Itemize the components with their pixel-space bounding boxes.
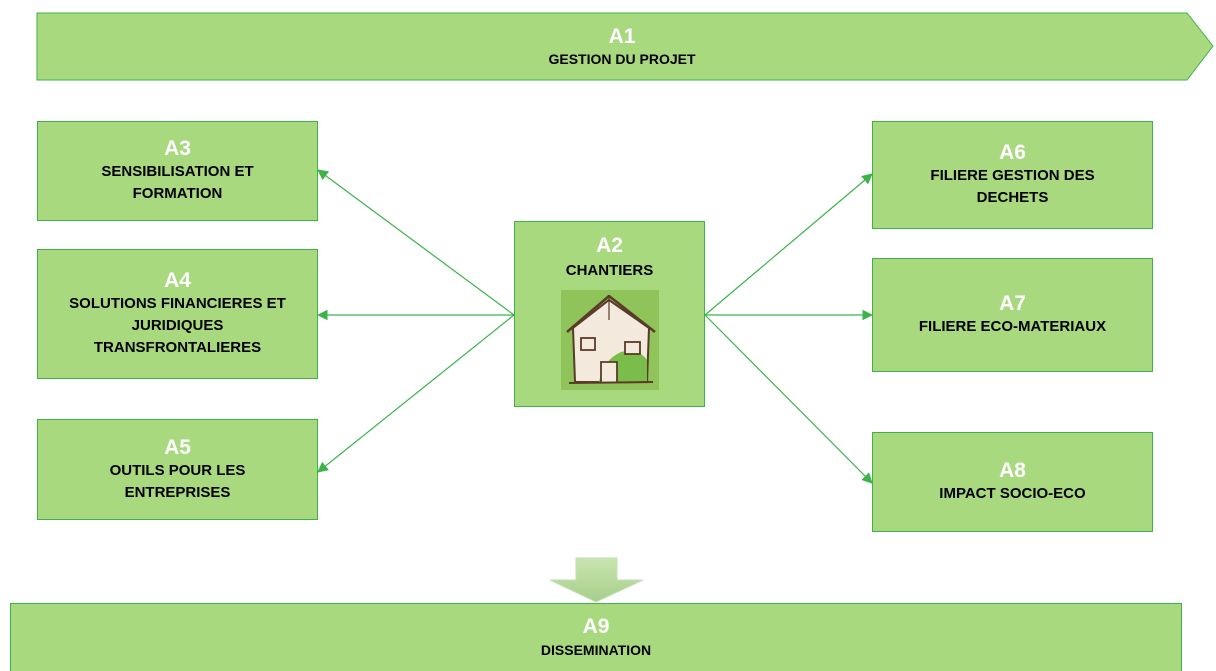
a9-code: A9 — [582, 614, 610, 638]
a2-label: CHANTIERS — [565, 262, 654, 279]
house-icon — [560, 290, 659, 390]
arrow-a2-to-a5 — [317, 314, 515, 473]
a4-solutions-box: A4 SOLUTIONS FINANCIERES ET JURIDIQUES T… — [37, 249, 318, 379]
a5-outils-box: A5 OUTILS POUR LES ENTREPRISES — [37, 419, 318, 520]
a9-label: DISSEMINATION — [540, 641, 652, 658]
a4-code: A4 — [164, 269, 191, 292]
a1-gestion-du-projet: A1 GESTION DU PROJET — [37, 13, 1207, 80]
a7-label: FILIERE ECO-MATERIAUX — [918, 318, 1107, 335]
a7-code: A7 — [999, 292, 1026, 315]
a1-banner-shape — [36, 12, 1214, 81]
a5-code: A5 — [164, 435, 191, 459]
a8-label: IMPACT SOCIO-ECO — [939, 485, 1086, 502]
a2-chantiers-box: A2 CHANTIERS — [514, 221, 705, 407]
arrow-a2-to-a3 — [317, 169, 515, 316]
a3-code: A3 — [164, 137, 191, 160]
a9-dissemination-box: A9 DISSEMINATION — [10, 603, 1182, 671]
a5-label: OUTILS POUR LES ENTREPRISES — [109, 461, 246, 501]
a6-label: FILIERE GESTION DES DECHETS — [930, 167, 1095, 206]
a3-label: SENSIBILISATION ET FORMATION — [101, 163, 254, 202]
a3-sensibilisation-box: A3 SENSIBILISATION ET FORMATION — [37, 121, 318, 221]
a6-code: A6 — [999, 141, 1026, 164]
a7-filiere-eco-materiaux-box: A7 FILIERE ECO-MATERIAUX — [872, 258, 1153, 372]
a8-code: A8 — [999, 459, 1026, 482]
a6-filiere-dechets-box: A6 FILIERE GESTION DES DECHETS — [872, 121, 1153, 229]
down-arrow-to-a9 — [549, 557, 644, 603]
a4-label: SOLUTIONS FINANCIERES ET JURIDIQUES TRAN… — [69, 295, 286, 356]
arrow-a2-to-a8 — [704, 314, 873, 484]
arrow-a2-to-a6 — [704, 173, 873, 316]
a1-code: A1 — [608, 24, 636, 48]
a2-code: A2 — [596, 234, 623, 257]
a8-impact-socio-eco-box: A8 IMPACT SOCIO-ECO — [872, 432, 1153, 532]
a1-label: GESTION DU PROJET — [548, 50, 696, 67]
